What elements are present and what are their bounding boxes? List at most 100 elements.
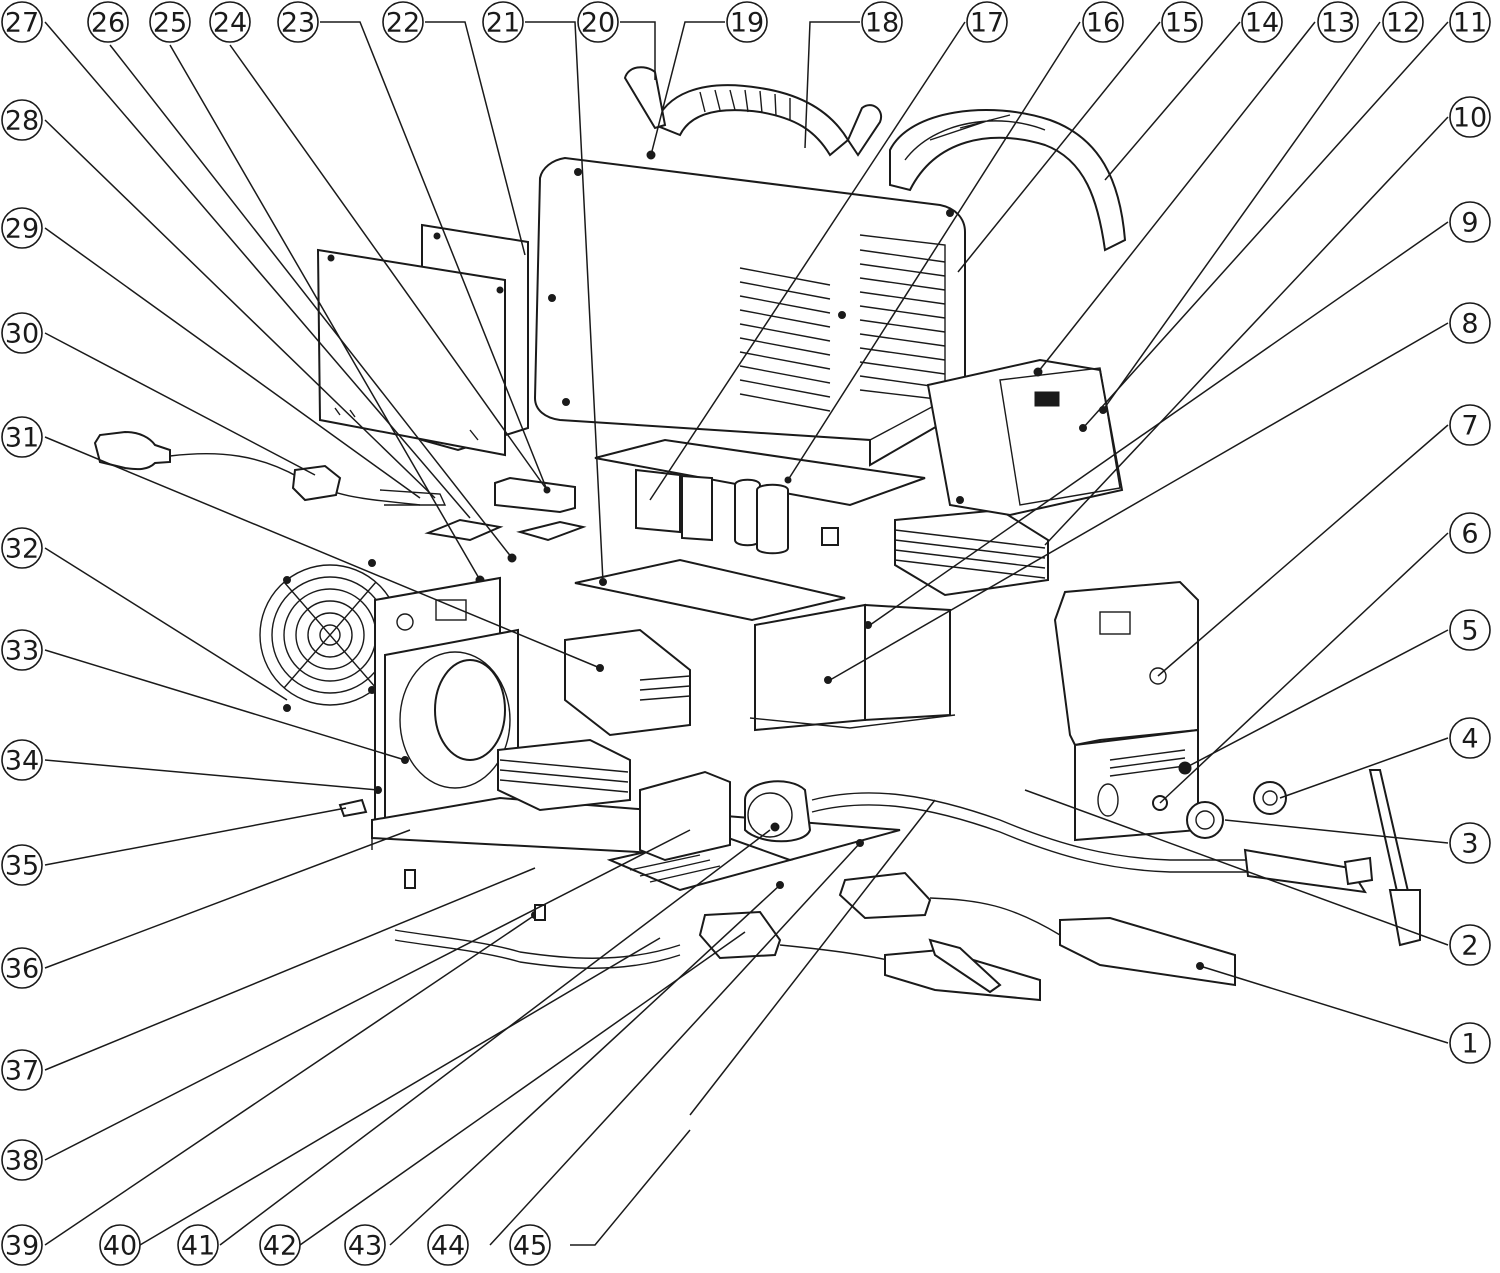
callout-20: 20 bbox=[577, 1, 619, 43]
callout-number: 40 bbox=[103, 1231, 137, 1262]
cooling-tube bbox=[394, 929, 681, 969]
callout-9: 9 bbox=[1449, 201, 1491, 243]
callout-number: 14 bbox=[1245, 8, 1279, 39]
callout-circle bbox=[382, 1, 424, 43]
callout-circle bbox=[1449, 1, 1491, 43]
callout-45: 45 bbox=[509, 1224, 551, 1266]
callout-number: 5 bbox=[1461, 616, 1478, 647]
callout-circle bbox=[577, 1, 619, 43]
callout-8: 8 bbox=[1449, 302, 1491, 344]
callout-number: 21 bbox=[486, 8, 520, 39]
callout-number: 23 bbox=[281, 8, 315, 39]
callout-number: 31 bbox=[5, 423, 39, 454]
callout-16: 16 bbox=[1082, 1, 1124, 43]
parts-drawing bbox=[93, 66, 1421, 1002]
callout-32: 32 bbox=[1, 527, 43, 569]
callout-circle bbox=[87, 1, 129, 43]
callout-23: 23 bbox=[277, 1, 319, 43]
callout-number: 17 bbox=[970, 8, 1004, 39]
mid-board bbox=[749, 603, 956, 732]
callout-28: 28 bbox=[1, 99, 43, 141]
callout-number: 6 bbox=[1461, 519, 1478, 550]
front-frame bbox=[374, 576, 519, 822]
callout-21: 21 bbox=[482, 1, 524, 43]
transformer-block bbox=[639, 770, 812, 862]
callout-circle bbox=[1449, 302, 1491, 344]
callout-leader-lines bbox=[44, 21, 1449, 1246]
callout-number: 4 bbox=[1461, 724, 1478, 755]
callout-circle bbox=[482, 1, 524, 43]
callout-number: 22 bbox=[386, 8, 420, 39]
callout-40: 40 bbox=[99, 1224, 141, 1266]
callout-number: 41 bbox=[181, 1231, 215, 1262]
callout-34: 34 bbox=[1, 739, 43, 781]
callout-26: 26 bbox=[87, 1, 129, 43]
callout-circle bbox=[99, 1224, 141, 1266]
callout-42: 42 bbox=[259, 1224, 301, 1266]
control-pcb bbox=[926, 358, 1124, 517]
callout-circle bbox=[1317, 1, 1359, 43]
callout-14: 14 bbox=[1241, 1, 1283, 43]
callout-number: 28 bbox=[5, 106, 39, 137]
callout-circle bbox=[1, 739, 43, 781]
callout-38: 38 bbox=[1, 1139, 43, 1181]
callout-circle bbox=[209, 1, 251, 43]
callout-number: 27 bbox=[5, 8, 39, 39]
callout-number: 12 bbox=[1386, 8, 1420, 39]
callout-circle bbox=[1449, 924, 1491, 966]
callout-circle bbox=[149, 1, 191, 43]
callout-number: 20 bbox=[581, 8, 615, 39]
electrode-holder bbox=[838, 871, 1236, 987]
callout-2: 2 bbox=[1449, 924, 1491, 966]
callout-35: 35 bbox=[1, 844, 43, 886]
callout-circle bbox=[1, 1049, 43, 1091]
callout-41: 41 bbox=[177, 1224, 219, 1266]
callout-number: 13 bbox=[1321, 8, 1355, 39]
screws bbox=[338, 527, 839, 921]
callout-circle bbox=[1, 312, 43, 354]
callout-18: 18 bbox=[861, 1, 903, 43]
callout-43: 43 bbox=[344, 1224, 386, 1266]
callout-number: 44 bbox=[431, 1231, 465, 1262]
callout-number: 9 bbox=[1461, 208, 1478, 239]
callout-circle bbox=[1449, 822, 1491, 864]
callout-number: 33 bbox=[5, 636, 39, 667]
callout-circle bbox=[509, 1224, 551, 1266]
callout-25: 25 bbox=[149, 1, 191, 43]
callout-6: 6 bbox=[1449, 512, 1491, 554]
callout-number: 39 bbox=[5, 1231, 39, 1262]
callout-19: 19 bbox=[726, 1, 768, 43]
heatsinks bbox=[497, 508, 1049, 812]
callout-29: 29 bbox=[1, 207, 43, 249]
callout-13: 13 bbox=[1317, 1, 1359, 43]
callout-circle bbox=[177, 1224, 219, 1266]
callout-circle bbox=[1, 1, 43, 43]
callout-39: 39 bbox=[1, 1224, 43, 1266]
callout-33: 33 bbox=[1, 629, 43, 671]
callout-30: 30 bbox=[1, 312, 43, 354]
callout-circle bbox=[1449, 609, 1491, 651]
callout-number: 25 bbox=[153, 8, 187, 39]
callout-circle bbox=[966, 1, 1008, 43]
callout-36: 36 bbox=[1, 947, 43, 989]
callout-circle bbox=[344, 1224, 386, 1266]
callout-circle bbox=[1449, 717, 1491, 759]
callout-3: 3 bbox=[1449, 822, 1491, 864]
callout-circle bbox=[1449, 1022, 1491, 1064]
callout-circle bbox=[1082, 1, 1124, 43]
callout-number: 34 bbox=[5, 746, 39, 777]
callout-number: 32 bbox=[5, 534, 39, 565]
callout-circle bbox=[1241, 1, 1283, 43]
callout-circle bbox=[1, 629, 43, 671]
callout-circle bbox=[427, 1224, 469, 1266]
callout-circle bbox=[1, 1139, 43, 1181]
carry-handle bbox=[623, 66, 883, 160]
callout-number: 24 bbox=[213, 8, 247, 39]
callout-circle bbox=[1449, 512, 1491, 554]
callout-number: 29 bbox=[5, 214, 39, 245]
callout-number: 42 bbox=[263, 1231, 297, 1262]
callout-10: 10 bbox=[1449, 96, 1491, 138]
output-sockets bbox=[1152, 761, 1287, 839]
